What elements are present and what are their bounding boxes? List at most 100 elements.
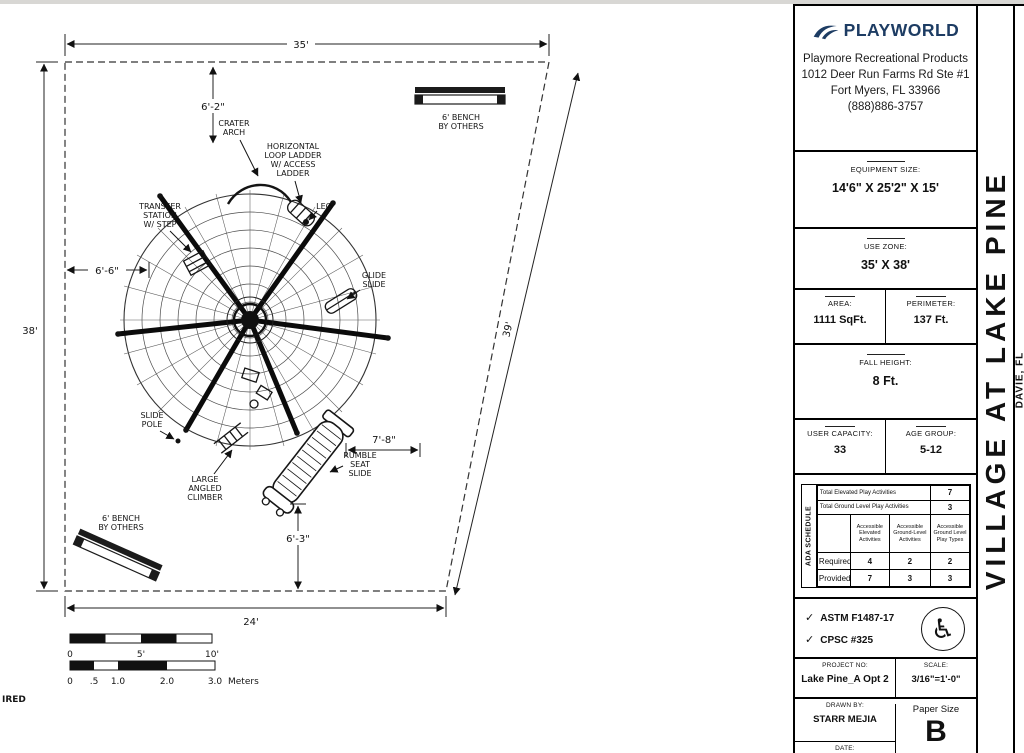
scan-edge-top (0, 0, 1024, 4)
checkmark-icon: ✓ (805, 612, 815, 624)
checkmark-icon: ✓ (805, 634, 815, 646)
cpsc-standard-text: CPSC #325 (820, 635, 874, 646)
ada-table: Total Elevated Play Activities 7 Total G… (816, 485, 971, 587)
transfer-station-part (182, 249, 212, 277)
dim-slide-label: 7'-8" (372, 435, 396, 446)
area-value: 1111 SqFt. (813, 314, 867, 326)
date-label: DATE: (835, 745, 855, 752)
svg-text:Meters: Meters (228, 677, 259, 687)
area-label: AREA: (827, 299, 852, 308)
compliance-item-astm: ✓ ASTM F1487-17 (805, 611, 894, 624)
drawn-by-label: DRAWN BY: (825, 702, 865, 709)
separator-tick (866, 354, 905, 355)
crater-arch-part (226, 183, 293, 205)
svg-text:0: 0 (67, 677, 73, 687)
ada-schedule-section: ADA SCHEDULE Total Elevated Play Activit… (795, 475, 976, 599)
project-title-strip: VILLAGE AT LAKE PINE (976, 4, 1013, 753)
perimeter-cell: PERIMETER: 137 Ft. (885, 290, 976, 343)
separator-tick (916, 426, 946, 427)
dim-top-label: 35' (293, 40, 308, 51)
ada-provided-value: 3 (888, 569, 931, 587)
date-cell: DATE: 12-JUN-19 (795, 745, 895, 753)
project-no-value: Lake Pine_A Opt 2 (801, 674, 889, 685)
age-group-value: 5-12 (919, 444, 943, 456)
ada-col-header: Accessible Ground-Level Activities (888, 514, 931, 554)
ada-required-value: 2 (888, 552, 931, 571)
user-capacity-label: USER CAPACITY: (807, 429, 873, 438)
use-zone-boundary (64, 61, 550, 592)
svg-text:.5: .5 (90, 677, 99, 687)
project-location: DAVIE, FL (1014, 351, 1024, 408)
ada-col-header: Accessible Ground Level Play Types (929, 514, 971, 554)
drawn-by-cell: DRAWN BY: STARR MEJIA (795, 702, 895, 742)
glide-slide-part (324, 288, 358, 314)
dim-transfer-label: 6'-6" (95, 266, 119, 277)
dimension-transfer-offset: 6'-6" (66, 262, 150, 278)
ada-schedule: ADA SCHEDULE Total Elevated Play Activit… (801, 484, 971, 588)
large-angled-climber-part (213, 422, 249, 454)
fall-height-label: FALL HEIGHT: (859, 358, 912, 367)
slide-pole-part (175, 438, 181, 444)
separator-tick (825, 426, 855, 427)
bench-bottom (72, 528, 163, 582)
astm-standard-text: ASTM F1487-17 (820, 613, 895, 624)
net-hub (226, 296, 274, 344)
project-scale-section: PROJECT NO: Lake Pine_A Opt 2 SCALE: 3/1… (795, 659, 976, 699)
dimension-left: 38' (17, 61, 58, 592)
dimension-bottom: 24' (64, 596, 447, 628)
equipment-size-section: EQUIPMENT SIZE: 14'6" X 25'2" X 15' (795, 152, 976, 229)
label-leg: LEG (308, 202, 332, 221)
dim-crater-label: 6'-2" (201, 102, 225, 113)
ada-provided-label: Provided (816, 569, 851, 587)
ada-total-elevated-value: 7 (929, 485, 971, 501)
area-cell: AREA: 1111 SqFt. (795, 290, 885, 343)
site-plan-drawing: 35' 38' 24' 39' (2, 34, 581, 705)
wheelchair-glyph: ♿ (930, 613, 956, 645)
corner-partial-text: IRED (2, 695, 26, 705)
use-zone-label: USE ZONE: (863, 242, 908, 251)
compliance-item-cpsc: ✓ CPSC #325 (805, 633, 894, 646)
ada-total-ground-value: 3 (929, 499, 971, 516)
scale-value: 3/16"=1'-0" (911, 674, 961, 685)
age-group-cell: AGE GROUP: 5-12 (885, 420, 976, 473)
svg-text:5': 5' (137, 650, 145, 660)
age-group-label: AGE GROUP: (905, 429, 957, 438)
bench-top (414, 87, 506, 105)
scale-bar-feet: 0 5' 10' (67, 633, 219, 660)
leg-part (303, 219, 309, 225)
user-capacity-cell: USER CAPACITY: 33 (795, 420, 885, 473)
dim-left-label: 38' (22, 326, 37, 337)
capacity-age-section: USER CAPACITY: 33 AGE GROUP: 5-12 (795, 420, 976, 475)
project-location-strip: DAVIE, FL (1013, 4, 1024, 753)
paper-size-label: Paper Size (912, 704, 960, 715)
dim-diagonal-label: 39' (501, 321, 515, 339)
fall-height-section: FALL HEIGHT: 8 Ft. (795, 345, 976, 420)
svg-text:0: 0 (67, 650, 73, 660)
scale-cell: SCALE: 3/16"=1'-0" (895, 659, 976, 697)
playworld-swoosh-icon (813, 25, 839, 39)
drawn-by-value: STARR MEJIA (813, 714, 877, 725)
perimeter-label: PERIMETER: (906, 299, 956, 308)
svg-text:3.0: 3.0 (208, 677, 223, 687)
dimension-slide-offset: 7'-8" (345, 435, 421, 457)
rumble-seat-slide-part (261, 409, 355, 517)
fall-height-value: 8 Ft. (872, 374, 899, 388)
accessibility-wheelchair-icon: ♿ (921, 607, 965, 651)
svg-text:10': 10' (205, 650, 219, 660)
ada-schedule-title-cell: ADA SCHEDULE (802, 485, 817, 587)
separator-tick (825, 296, 855, 297)
address-line: (888)886-3757 (847, 101, 924, 113)
